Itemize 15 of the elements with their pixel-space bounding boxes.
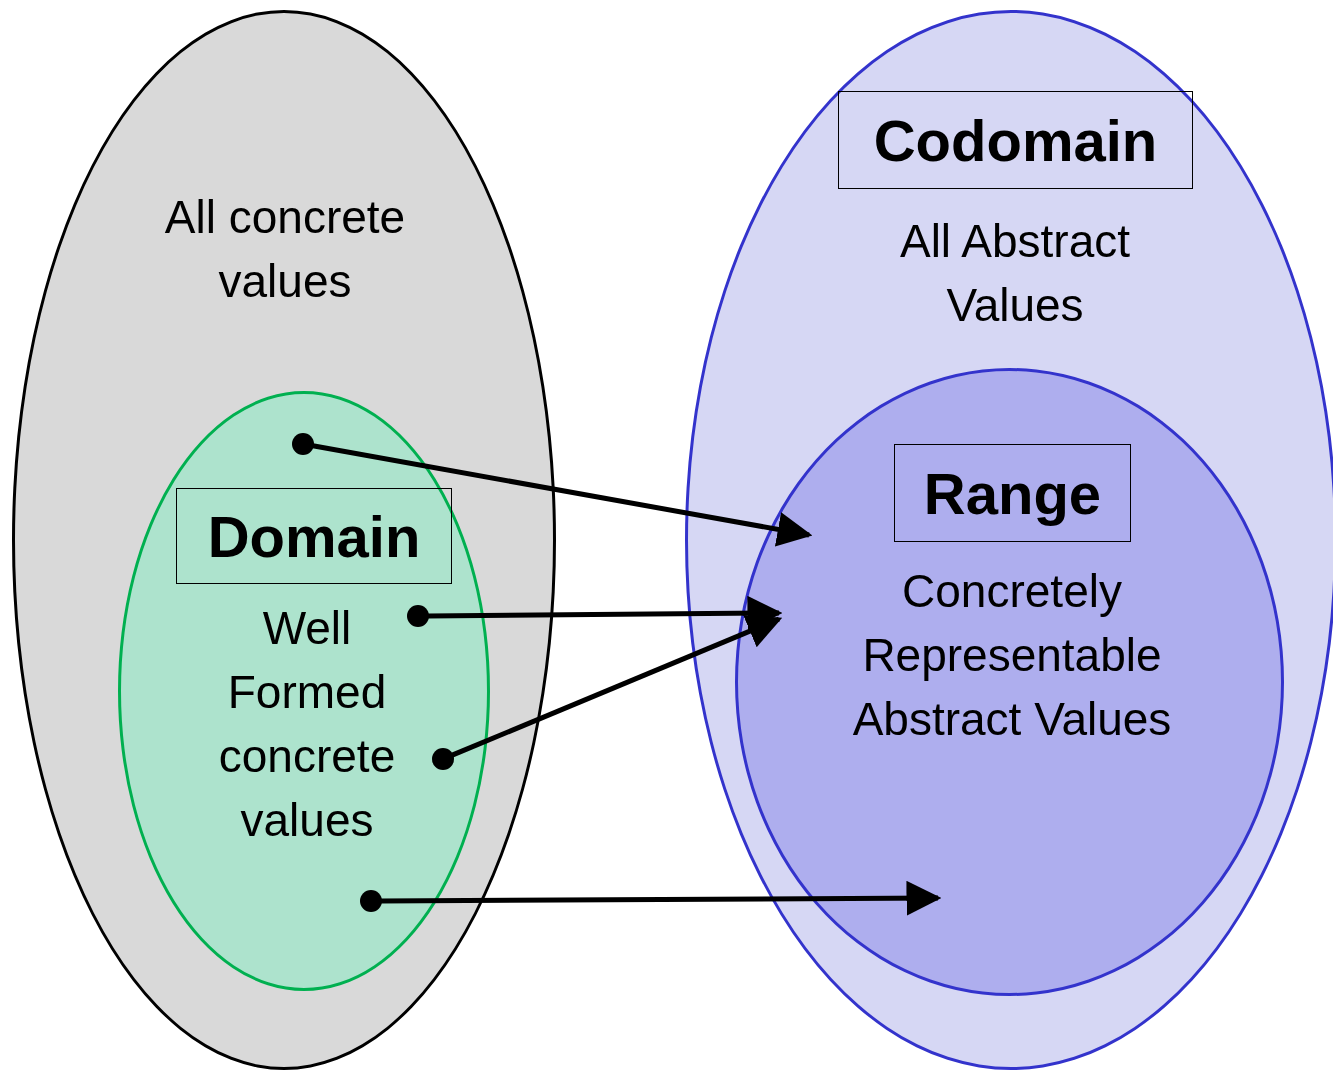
- dot: [407, 605, 429, 627]
- dot: [432, 748, 454, 770]
- set-description: Well Formed concrete values: [217, 601, 397, 848]
- set-heading-box: Domain: [176, 488, 452, 584]
- set-description: All concrete values: [163, 190, 407, 309]
- set-heading-box: Range: [894, 444, 1131, 542]
- arrow: [312, 443, 813, 547]
- arrow: [381, 880, 942, 916]
- arrow: [427, 595, 783, 631]
- arrow: [451, 614, 783, 758]
- set-description: All Abstract Values: [898, 214, 1132, 333]
- dot: [292, 433, 314, 455]
- dot: [360, 890, 382, 912]
- set-heading-box: Codomain: [838, 91, 1193, 189]
- set-description: Concretely Representable Abstract Values: [852, 564, 1172, 747]
